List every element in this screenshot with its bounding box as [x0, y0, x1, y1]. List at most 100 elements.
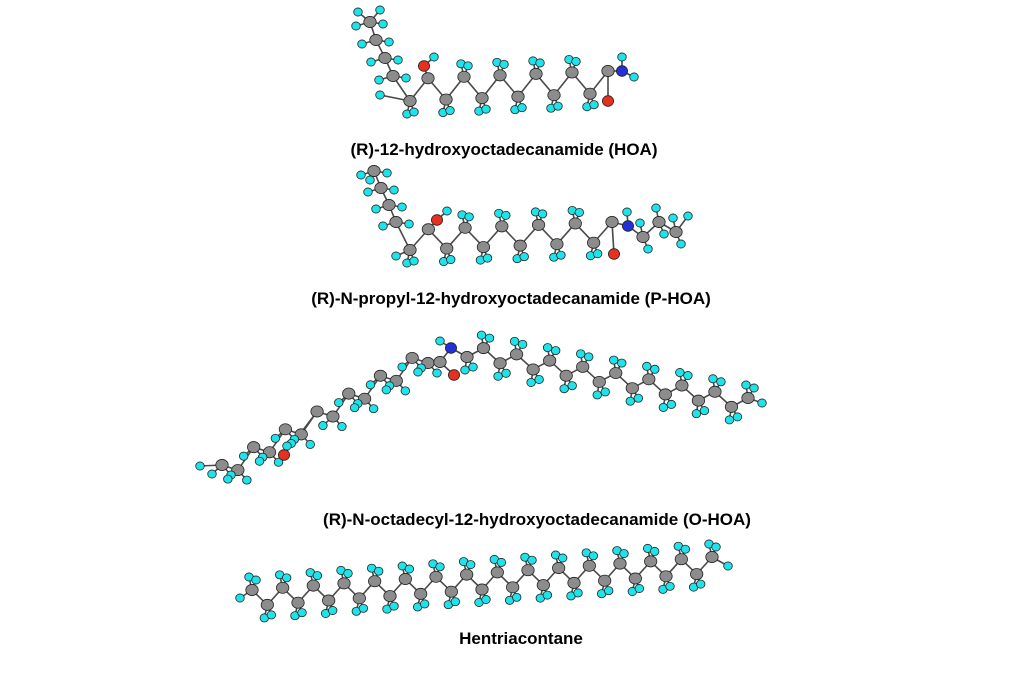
ohoa-hydrogen-atom [460, 365, 470, 375]
ohoa-caption: (R)-N-octadecyl-12-hydroxyoctadecanamide… [323, 510, 751, 529]
ohoa-hydrogen-atom [625, 396, 635, 406]
phoa-hydrogen-atom [382, 168, 392, 178]
hen-hydrogen-atom [450, 597, 461, 607]
hen-carbon-atom [567, 576, 581, 589]
ohoa-carbon-atom [476, 342, 491, 355]
ohoa-hydrogen-atom [550, 346, 561, 356]
ohoa-hydrogen-atom [493, 371, 503, 381]
ohoa-carbon-atom [493, 357, 507, 370]
hen-carbon-atom [245, 584, 259, 596]
hoa-hydrogen-atom [535, 58, 545, 68]
hen-carbon-atom [291, 596, 305, 609]
hen-hydrogen-atom [619, 549, 629, 559]
hen-hydrogen-atom [665, 581, 675, 591]
hen-carbon-atom [368, 575, 382, 588]
ohoa-hydrogen-atom [337, 422, 347, 432]
hoa-carbon-atom [529, 67, 543, 80]
hen-carbon-atom [659, 570, 673, 583]
phoa-hydrogen-atom [378, 221, 388, 231]
hen-hydrogen-atom [266, 610, 277, 620]
hen-carbon-atom [414, 587, 428, 600]
ohoa-carbon-atom [278, 423, 292, 436]
ohoa-hydrogen-atom [732, 412, 743, 422]
ohoa-carbon-atom [724, 400, 739, 413]
phoa-hydrogen-atom [635, 218, 645, 228]
ohoa-hydrogen-atom [633, 393, 643, 403]
ohoa-hydrogen-atom [708, 374, 718, 384]
ohoa-carbon-atom [658, 388, 672, 401]
phoa-carbon-atom [550, 238, 564, 251]
hen-carbon-atom [613, 557, 627, 570]
ohoa-hydrogen-atom [318, 421, 328, 431]
phoa-carbon-atom [605, 216, 619, 228]
ohoa-hydrogen-atom [270, 433, 281, 443]
ohoa-carbon-atom [543, 354, 557, 367]
ohoa-hydrogen-atom [435, 336, 445, 346]
hen-carbon-atom [444, 585, 458, 598]
ohoa-carbon-atom [625, 382, 639, 395]
ohoa-carbon-atom [326, 410, 340, 423]
phoa-atoms [356, 165, 693, 268]
ohoa-carbon-atom [215, 459, 229, 471]
hen-hydrogen-atom [297, 608, 307, 618]
phoa-carbon-atom [389, 216, 403, 228]
phoa-hydrogen-atom [397, 202, 407, 212]
hen-carbon-atom [644, 555, 658, 568]
ohoa-hydrogen-atom [642, 361, 652, 371]
hen-carbon-atom [337, 577, 351, 590]
hoa-hydrogen-atom [445, 106, 455, 116]
hoa-carbon-atom [363, 16, 377, 28]
ohoa-hydrogen-atom [741, 380, 751, 390]
hen-carbon-atom [260, 598, 274, 611]
hoa-hydrogen-atom [499, 59, 509, 69]
hen-carbon-atom [306, 579, 320, 592]
ohoa-hydrogen-atom [534, 374, 544, 384]
ohoa-hydrogen-atom [567, 381, 577, 391]
hoa-hydrogen-atom [481, 104, 491, 114]
ohoa-carbon-atom [675, 379, 689, 392]
hoa-carbon-atom [583, 87, 597, 100]
phoa-hydrogen-atom [371, 204, 381, 214]
ohoa-hydrogen-atom [699, 406, 710, 416]
hen-carbon-atom [460, 568, 474, 581]
ohoa-carbon-atom [373, 369, 388, 382]
hoa-hydrogen-atom [589, 100, 599, 110]
hoa-oxygen-atom [602, 95, 615, 107]
hen-hydrogen-atom [723, 561, 733, 571]
ohoa-hydrogen-atom [666, 399, 677, 409]
phoa-carbon-atom [374, 182, 388, 194]
hen-carbon-atom [398, 573, 412, 585]
hen-carbon-atom [598, 574, 612, 587]
phoa-hydrogen-atom [592, 249, 603, 259]
phoa-hydrogen-atom [622, 207, 632, 217]
ohoa-carbon-atom [576, 360, 590, 373]
phoa-hydrogen-atom [464, 212, 474, 222]
hen-hydrogen-atom [573, 588, 583, 598]
hen-hydrogen-atom [235, 593, 245, 603]
hen-carbon-atom [383, 590, 397, 603]
ohoa-hydrogen-atom [576, 349, 586, 359]
phoa-hydrogen-atom [659, 229, 669, 239]
phoa-hydrogen-atom [356, 170, 366, 180]
hentriacontane-caption: Hentriacontane [459, 629, 583, 648]
hen-carbon-atom [690, 568, 704, 581]
ohoa-hydrogen-atom [432, 368, 442, 378]
ohoa-hydrogen-atom [757, 398, 767, 408]
ohoa-hydrogen-atom [368, 404, 379, 414]
phoa-hydrogen-atom [442, 206, 452, 216]
ohoa-carbon-atom [526, 363, 540, 376]
ohoa-hydrogen-atom [334, 398, 344, 408]
ohoa-hydrogen-atom [349, 403, 360, 413]
hoa-hydrogen-atom [401, 73, 411, 83]
hen-hydrogen-atom [649, 546, 660, 556]
phoa-hydrogen-atom [651, 203, 661, 213]
hoa-carbon-atom [511, 90, 525, 103]
hoa-hydrogen-atom [366, 57, 376, 67]
ohoa-carbon-atom [342, 387, 356, 400]
hen-hydrogen-atom [251, 575, 261, 585]
ohoa-hydrogen-atom [517, 339, 528, 349]
phoa-hydrogen-atom [482, 253, 493, 263]
ohoa-carbon-atom [592, 375, 606, 388]
hen-carbon-atom [628, 572, 642, 585]
